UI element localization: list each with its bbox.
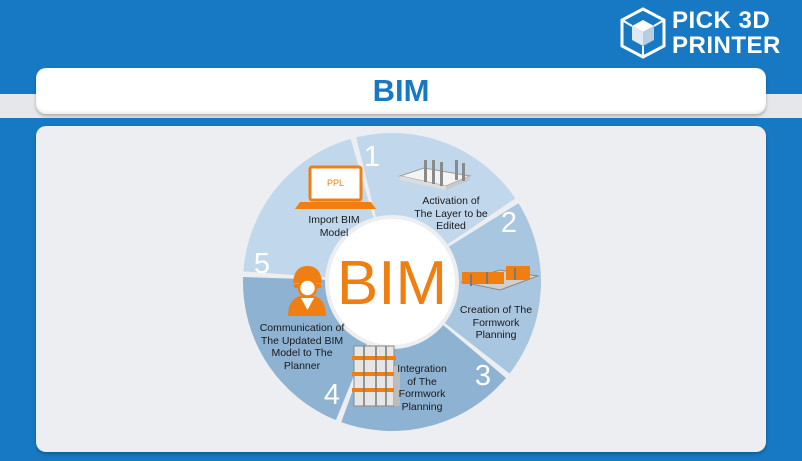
step-3-label: Creation of The Formwork Planning bbox=[448, 304, 544, 342]
step-4-label-line: of The bbox=[407, 375, 437, 388]
step-2-label: Activation of The Layer to be Edited bbox=[406, 195, 496, 233]
step-5-label: Communication of The Updated BIM Model t… bbox=[244, 322, 360, 372]
step-4-label-line: Formwork bbox=[398, 388, 446, 400]
step-2-number: 2 bbox=[501, 207, 517, 239]
center-label: BIM bbox=[337, 249, 447, 318]
step-3-number: 3 bbox=[475, 360, 491, 392]
step-4-label-line: Planning bbox=[401, 400, 443, 413]
worker-icon bbox=[288, 266, 326, 316]
step-5-label-line: The Updated BIM bbox=[260, 334, 344, 347]
segment-step-1 bbox=[356, 133, 516, 245]
step-5-label-line: Model to The bbox=[271, 347, 333, 359]
step-4-label-line: Integration bbox=[397, 363, 447, 375]
laptop-screen-text: PPL bbox=[327, 178, 344, 188]
step-5-label-line: Communication of bbox=[259, 322, 345, 334]
step-5-label-line: Planner bbox=[283, 359, 321, 372]
step-2-label-line: Activation of bbox=[422, 195, 480, 207]
step-3-label-line: Creation of The bbox=[459, 304, 533, 316]
step-1-label: Import BIM Model bbox=[284, 214, 384, 239]
step-4-label: Integration of The Formwork Planning bbox=[386, 363, 458, 413]
step-2-label-line: Edited bbox=[436, 220, 466, 232]
step-2-label-line: The Layer to be bbox=[414, 207, 488, 220]
step-1-label-line: Import BIM bbox=[308, 214, 360, 226]
step-1-number: 1 bbox=[364, 141, 380, 173]
page-title: BIM bbox=[372, 73, 430, 108]
center-circle bbox=[329, 219, 455, 345]
title-card: BIM bbox=[36, 68, 766, 114]
step-5-number: 5 bbox=[254, 248, 270, 280]
step-4-number: 4 bbox=[324, 379, 340, 411]
step-1-label-line: Model bbox=[319, 226, 349, 239]
laptop-icon: PPL bbox=[295, 165, 376, 209]
step-3-label-line: Formwork bbox=[472, 316, 520, 329]
logo-text: PICK 3D PRINTER bbox=[672, 8, 781, 58]
formwork-icon bbox=[460, 266, 540, 291]
cube-logo-icon bbox=[620, 7, 666, 59]
segment-step-4 bbox=[243, 277, 367, 421]
scaffold-building-icon bbox=[352, 345, 400, 407]
building-frame-icon bbox=[398, 160, 472, 190]
logo-line-2: PRINTER bbox=[672, 32, 781, 59]
logo: PICK 3D PRINTER bbox=[618, 6, 802, 62]
step-3-label-line: Planning bbox=[475, 329, 517, 341]
logo-line-1: PICK 3D bbox=[672, 7, 771, 34]
